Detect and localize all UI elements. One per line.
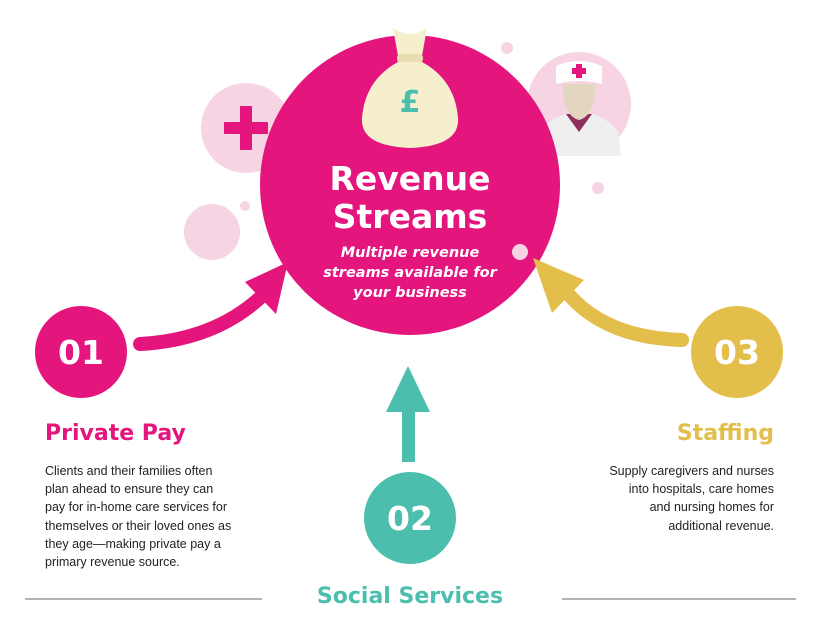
text-line: Clients and their families often: [45, 464, 213, 478]
number-circle-01: [35, 306, 127, 398]
heading-staffing: Staffing: [676, 421, 774, 446]
text-line: plan ahead to ensure they can: [45, 482, 214, 497]
number-02: 02: [387, 499, 433, 538]
center-subtitle: Multiple revenue streams available for y…: [300, 243, 520, 303]
text-line: primary revenue source.: [45, 555, 180, 570]
number-circle-03: [691, 306, 783, 398]
text-line: pay for in-home care services for: [45, 500, 228, 515]
text-line: themselves or their loved ones as: [45, 518, 232, 533]
text-line: additional revenue.: [668, 518, 774, 533]
heading-social-services: Social Services: [316, 584, 504, 609]
number-03: 03: [714, 333, 760, 372]
number-01: 01: [58, 333, 104, 372]
decor-bubble: [592, 182, 604, 194]
text-line: they age—making private pay a: [45, 536, 221, 551]
number-circle-02: [364, 472, 456, 564]
nurse-icon: [527, 52, 631, 156]
center-subtitle-line2: streams available for: [323, 265, 497, 281]
center-title-line2: Streams: [332, 197, 488, 236]
center-title-line1: Revenue: [329, 159, 491, 198]
text-line: Supply caregivers and nurses: [609, 464, 774, 478]
center-subtitle-line1: Multiple revenue: [340, 245, 480, 261]
heading-private-pay: Private Pay: [45, 421, 186, 446]
staffing-description: Supply caregivers and nurses into hospit…: [554, 462, 774, 535]
money-bag-icon: [361, 28, 459, 148]
decor-bubble: [512, 244, 528, 260]
currency-symbol: £: [399, 85, 421, 120]
decor-bubble: [184, 204, 240, 260]
decor-bubble: [240, 201, 250, 211]
decor-bubble: [501, 42, 513, 54]
text-line: and nursing homes for: [649, 500, 774, 515]
private-pay-description: Clients and their families often plan ah…: [45, 462, 260, 571]
center-circle: [260, 35, 560, 335]
arrow-staffing: [533, 258, 689, 347]
text-line: into hospitals, care homes: [628, 482, 774, 497]
arrow-private-pay: [133, 262, 288, 351]
center-subtitle-line3: your business: [353, 285, 467, 301]
center-title: Revenue Streams: [295, 160, 525, 236]
arrow-social-services: [386, 366, 430, 462]
